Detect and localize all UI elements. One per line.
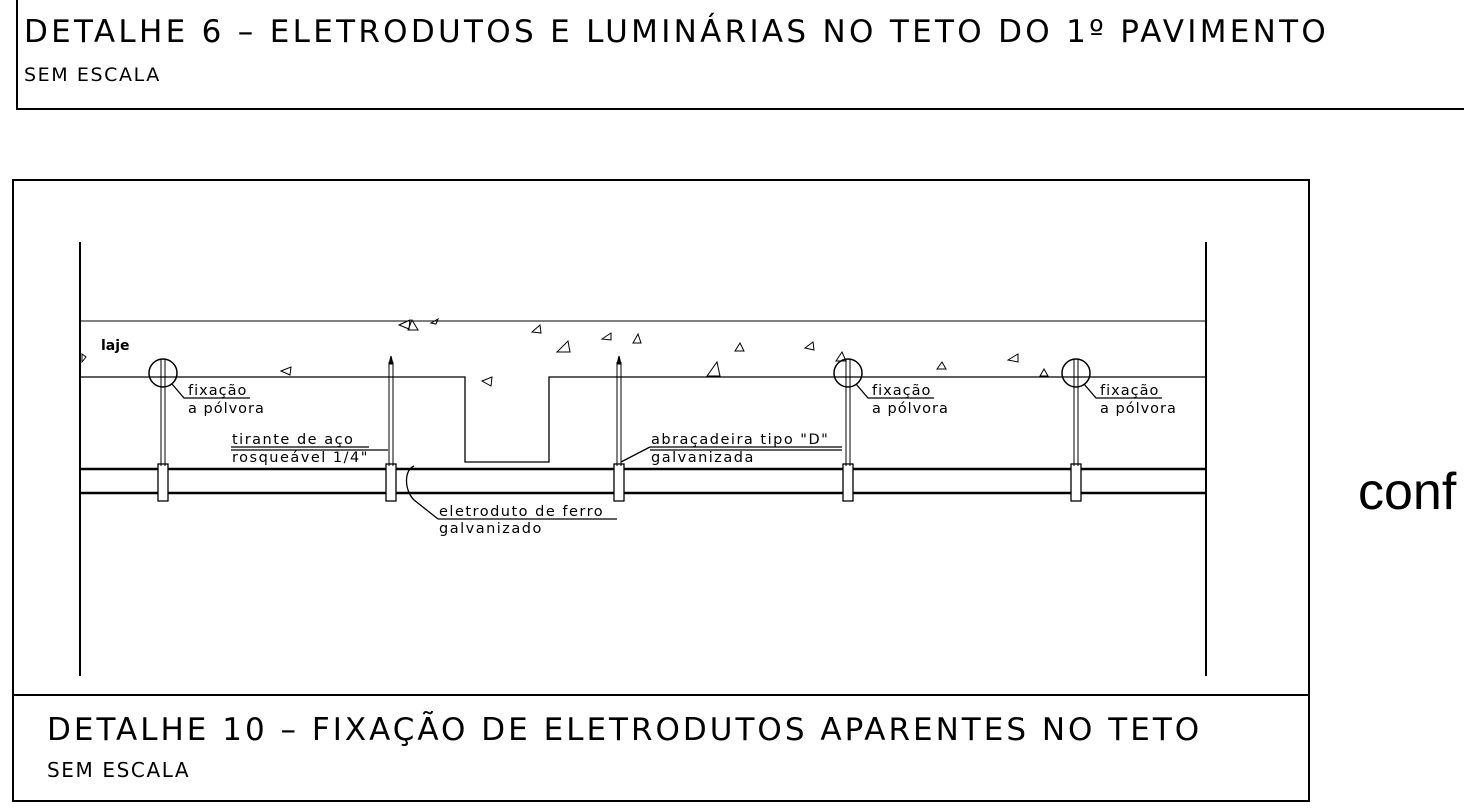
detail-10-frame: [12, 179, 1310, 802]
leader-lines: [171, 383, 1162, 520]
threaded-rod-hangers: [388, 355, 622, 466]
fixing-label-2-line1: fixação: [872, 383, 931, 399]
detail-10-scale-note: SEM ESCALA: [47, 758, 191, 782]
d-clamp-label-line1: abraçadeira tipo "D": [651, 432, 829, 448]
cropped-side-text: conf: [1358, 463, 1457, 521]
d-clamp-label-line2: galvanizada: [651, 450, 755, 466]
conduit-label-line1: eletroduto de ferro: [439, 504, 604, 520]
fixing-label-3-line1: fixação: [1100, 383, 1159, 399]
conduit-label-line2: galvanizado: [439, 521, 543, 537]
detail-10-title: DETALHE 10 – FIXAÇÃO DE ELETRODUTOS APAR…: [47, 712, 1203, 748]
powder-fixing-hangers: [148, 358, 1091, 466]
detail-6-title-block: DETALHE 6 – ELETRODUTOS E LUMINÁRIAS NO …: [16, 0, 1464, 110]
fixing-label-2-line2: a pólvora: [872, 401, 949, 417]
conduit-clamps: [157, 463, 1082, 502]
threaded-rod-label-line1: tirante de aço: [232, 432, 354, 448]
fixing-label-1-line1: fixação: [188, 383, 247, 399]
slab-label: laje: [101, 338, 130, 354]
threaded-rod-label-line2: rosqueável 1/4": [232, 450, 369, 466]
fixing-label-1-line2: a pólvora: [188, 401, 265, 417]
fixing-label-3-line2: a pólvora: [1100, 401, 1177, 417]
slab-underside-with-beam: [80, 376, 1206, 463]
detail-6-title: DETALHE 6 – ELETRODUTOS E LUMINÁRIAS NO …: [24, 14, 1330, 50]
slab-aggregate-hatch: [81, 317, 1049, 387]
detail-6-scale-note: SEM ESCALA: [24, 64, 161, 86]
